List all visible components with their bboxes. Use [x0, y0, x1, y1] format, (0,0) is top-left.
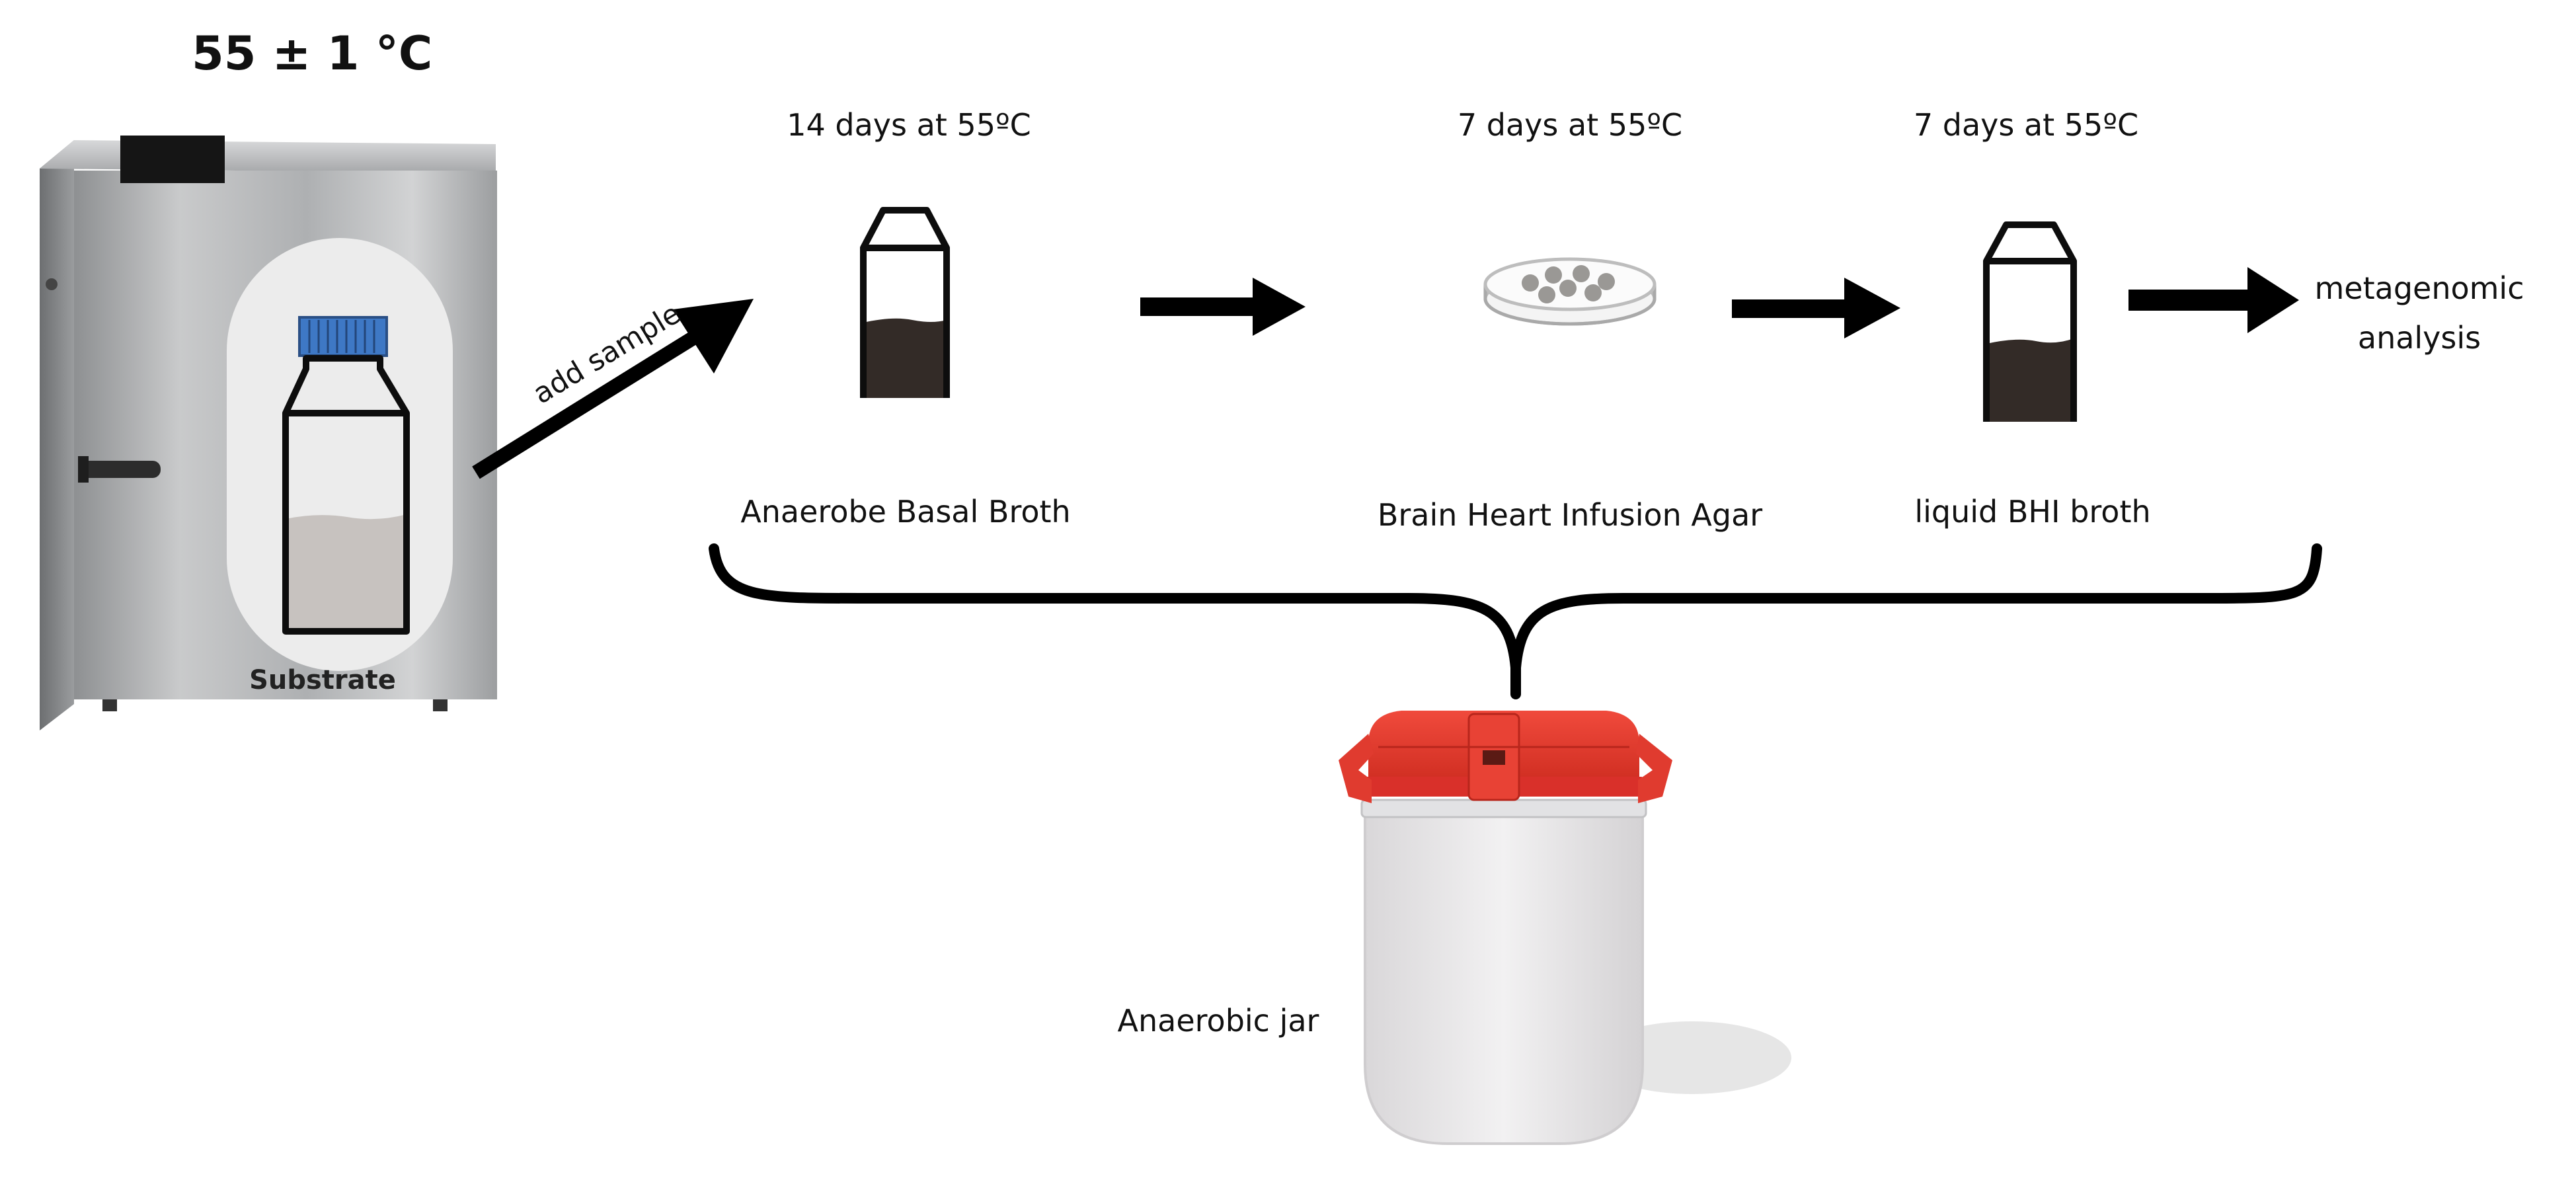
step-2-medium: Brain Heart Infusion Agar: [1378, 497, 1762, 533]
step-3: 7 days at 55ºC liquid BHI broth: [1914, 107, 2151, 530]
output-line-2: analysis: [2358, 320, 2481, 356]
incubator-display: [120, 136, 225, 183]
output-label: metagenomic analysis: [2314, 270, 2524, 356]
step-1-condition: 14 days at 55ºC: [787, 107, 1031, 143]
flow-arrow-1: [1140, 278, 1306, 336]
step-1-medium: Anaerobe Basal Broth: [740, 494, 1070, 530]
jar-clip-left: [1339, 734, 1374, 803]
incubator: 55 ± 1 °C: [40, 26, 497, 730]
flow-arrow-3: [2128, 267, 2299, 333]
petri-dish-icon: [1483, 257, 1657, 326]
substrate-bottle-icon: [282, 316, 410, 635]
jar-body: [1364, 808, 1644, 1145]
grouping-brace: [709, 543, 2322, 668]
step-2: 7 days at 55ºC Brain Heart Infusion Agar: [1378, 107, 1762, 533]
door-handle-base: [78, 456, 89, 483]
bottle-outline: [282, 355, 410, 635]
step-2-condition: 7 days at 55ºC: [1458, 107, 1682, 143]
culture-tube-icon: [1983, 221, 2077, 422]
culture-tube-icon: [860, 207, 950, 398]
incubator-hinge: [46, 278, 58, 290]
door-handle-icon: [78, 461, 161, 478]
flow-arrow-2: [1732, 278, 1900, 338]
anaerobic-jar-icon: Anaerobic jar: [1118, 711, 1791, 1145]
step-3-condition: 7 days at 55ºC: [1914, 107, 2138, 143]
jar-clip-right: [1636, 734, 1672, 803]
step-3-medium: liquid BHI broth: [1914, 494, 2150, 530]
step-1: 14 days at 55ºC Anaerobe Basal Broth: [740, 107, 1070, 530]
jar-rim: [1360, 799, 1647, 818]
add-sample-arrow: add sample: [472, 297, 754, 479]
jar-label: Anaerobic jar: [1118, 1003, 1319, 1039]
jar-latch-slot: [1483, 750, 1505, 765]
output-line-1: metagenomic: [2314, 270, 2524, 306]
bottle-cap-icon: [298, 316, 388, 357]
incubator-foot-right: [433, 699, 448, 711]
incubator-top: [40, 140, 496, 173]
temperature-label: 55 ± 1 °C: [192, 26, 432, 81]
bottle-substrate-fill: [286, 514, 407, 631]
incubator-side-panel: [40, 140, 74, 730]
incubator-foot-left: [102, 699, 117, 711]
substrate-label: Substrate: [249, 665, 396, 695]
